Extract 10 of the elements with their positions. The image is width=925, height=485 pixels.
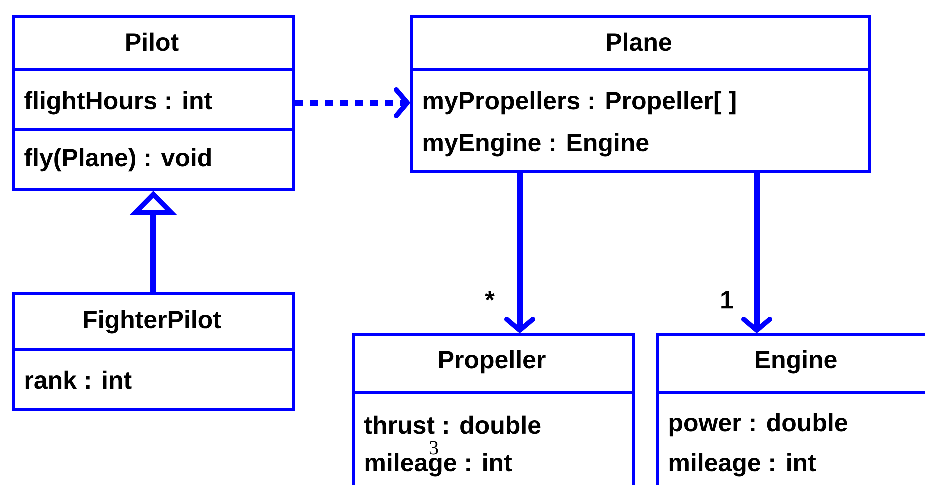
association-arrow bbox=[742, 173, 772, 333]
multiplicity-label: * bbox=[484, 290, 496, 310]
class-box: Plane myPropellers : Propeller[ ] myEngine : Engine bbox=[410, 15, 871, 173]
class-box: Engine power : double mileage : int bbox=[656, 333, 925, 485]
class-box: Pilot flightHours : int fly(Plane) : void bbox=[12, 15, 295, 191]
page-number: 3 bbox=[430, 441, 438, 455]
multiplicity-label: 1 bbox=[719, 290, 735, 310]
class-box: FighterPilot rank : int bbox=[12, 292, 295, 411]
dependency-arrow bbox=[295, 88, 410, 118]
association-arrow bbox=[504, 173, 536, 333]
